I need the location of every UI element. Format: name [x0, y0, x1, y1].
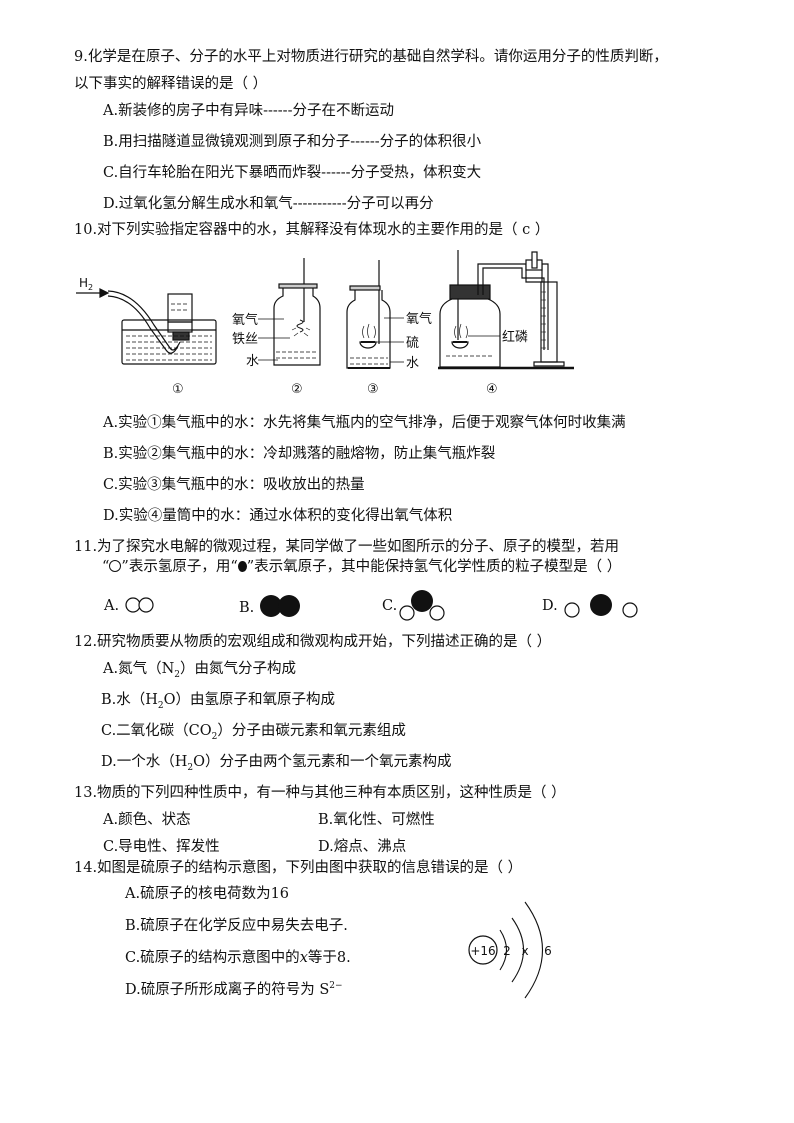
- oxygen-atom-icon: [237, 561, 247, 572]
- shell-3-electrons: 6: [544, 944, 552, 958]
- q11-option-a: A.: [104, 596, 158, 616]
- q10-option-b: B.实验②集气瓶中的水：冷却溅落的融熔物，防止集气瓶炸裂: [103, 446, 496, 462]
- q9-option-b: B.用扫描隧道显微镜观测到原子和分子------分子的体积很小: [103, 134, 482, 150]
- shell-2-electrons: x: [521, 944, 528, 958]
- shell-1-electrons: 2: [503, 944, 511, 958]
- separated-atoms-model-icon: [564, 594, 638, 618]
- q13-stem: 13.物质的下列四种性质中，有一种与其他三种有本质区别，这种性质是（ ）: [74, 785, 566, 801]
- h2o-molecule-model-icon: [399, 590, 445, 621]
- exp3-label-water: 水: [406, 356, 419, 371]
- q13-option-a: A.颜色、状态: [103, 812, 191, 828]
- q11-option-c: C.: [382, 598, 398, 614]
- exp3-sulfur-burning: [346, 260, 404, 369]
- q9-stem-line2: 以下事实的解释错误的是（ ）: [74, 76, 268, 92]
- q10-stem: 10.对下列实验指定容器中的水，其解释没有体现水的主要作用的是（ c ）: [74, 222, 550, 238]
- q9-option-c: C.自行车轮胎在阳光下暴晒而炸裂------分子受热，体积变大: [103, 165, 482, 181]
- q14-stem: 14.如图是硫原子的结构示意图，下列由图中获取的信息错误的是（ ）: [74, 860, 523, 876]
- q12-option-c: C.二氧化碳（CO2）分子由碳元素和氧元素组成: [101, 723, 406, 742]
- caption-2: ②: [291, 382, 303, 397]
- q14-option-b: B.硫原子在化学反应中易失去电子.: [125, 918, 348, 934]
- exp2-label-water: 水: [246, 354, 259, 369]
- exp2-label-iron-wire: 铁丝: [232, 332, 258, 347]
- nucleus-charge: +16: [470, 944, 495, 958]
- q9-stem-line1: 9.化学是在原子、分子的水平上对物质进行研究的基础自然学科。请你运用分子的性质判…: [74, 49, 668, 65]
- q13-option-d: D.熔点、沸点: [318, 839, 407, 855]
- q12-option-a: A.氮气（N2）由氮气分子构成: [103, 661, 297, 680]
- q10-experiment-figure: H2 ① 氧气 铁丝 水 ②: [76, 250, 574, 397]
- q9-option-a: A.新装修的房子中有异味------分子在不断运动: [103, 103, 394, 119]
- o2-molecule-model-icon: [259, 595, 300, 617]
- exp3-label-sulfur: 硫: [406, 336, 419, 351]
- q10-option-d: D.实验④量筒中的水：通过水体积的变化得出氧气体积: [103, 508, 453, 524]
- exp2-iron-wire-burning: [258, 258, 321, 366]
- exp1-water-displacement: H2: [76, 276, 217, 365]
- q9-option-d: D.过氧化氢分解生成水和氧气-----------分子可以再分: [103, 196, 434, 212]
- q11-option-b: B.: [239, 594, 303, 618]
- exp4-red-phosphorus-burning: [438, 250, 574, 370]
- sulfur-atom-structure-diagram: +16 2 x 6: [468, 901, 552, 999]
- q12-stem: 12.研究物质要从物质的宏观组成和微观构成开始，下列描述正确的是（ ）: [74, 634, 552, 650]
- q13-option-b: B.氧化性、可燃性: [318, 812, 435, 828]
- q11-option-d: D.: [542, 598, 558, 614]
- caption-3: ③: [367, 382, 379, 397]
- h2-label: H2: [79, 276, 93, 292]
- q10-option-c: C.实验③集气瓶中的水：吸收放出的热量: [103, 477, 365, 493]
- q10-option-a: A.实验①集气瓶中的水：水先将集气瓶内的空气排净，后便于观察气体何时收集满: [103, 415, 626, 431]
- q13-option-c: C.导电性、挥发性: [103, 839, 220, 855]
- q11-stem-line1: 11.为了探究水电解的微观过程，某同学做了一些如图所示的分子、原子的模型，若用: [74, 539, 620, 555]
- hydrogen-atom-icon: [109, 560, 122, 572]
- h2-molecule-model-icon: [125, 597, 154, 613]
- exp4-label-red-phosphorus: 红磷: [502, 329, 528, 345]
- q14-option-c: C.硫原子的结构示意图中的x等于8.: [125, 950, 351, 966]
- exp3-label-oxygen: 氧气: [406, 311, 432, 327]
- caption-1: ①: [172, 382, 184, 397]
- caption-4: ④: [486, 382, 498, 397]
- q12-option-b: B.水（H2O）由氢原子和氧原子构成: [101, 692, 336, 711]
- q14-option-d: D.硫原子所形成离子的符号为 S2−: [125, 981, 343, 998]
- exp2-label-oxygen: 氧气: [232, 312, 258, 328]
- q14-option-a: A.硫原子的核电荷数为16: [125, 886, 290, 902]
- q12-option-d: D.一个水（H2O）分子由两个氢元素和一个氧元素构成: [101, 754, 452, 773]
- q11-stem-line2: “”表示氢原子，用“”表示氧原子，其中能保持氢气化学性质的粒子模型是（ ）: [102, 559, 622, 575]
